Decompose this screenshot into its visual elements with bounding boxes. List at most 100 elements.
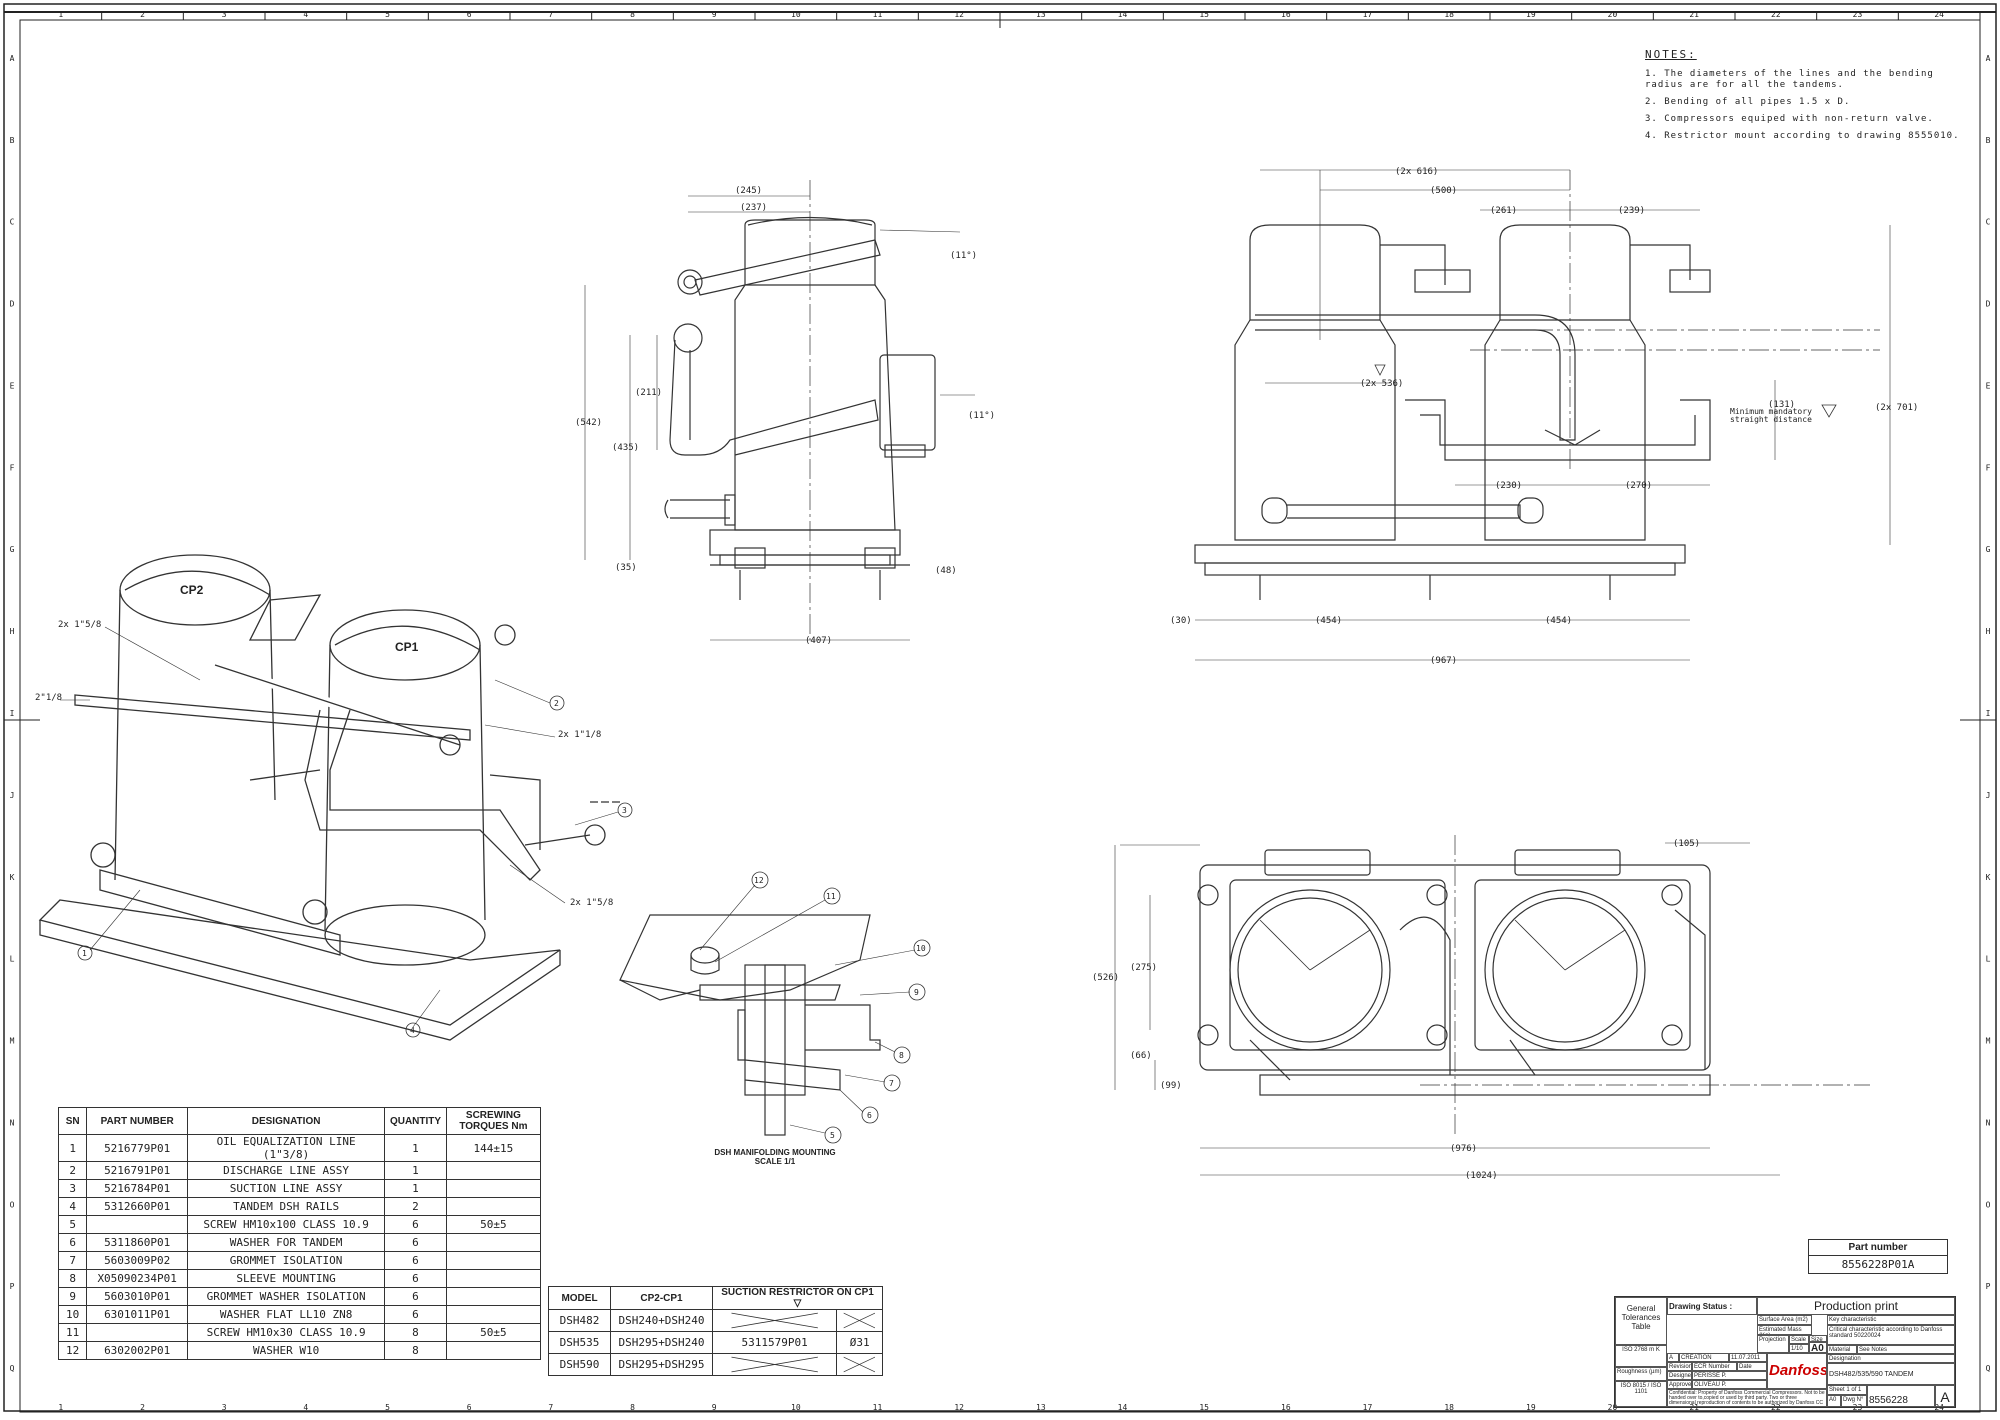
scale-value: 1/10: [1789, 1344, 1809, 1353]
dim-261: (261): [1490, 206, 1517, 216]
dim-11deg-mid: (11°): [968, 411, 995, 421]
callout-9: 9: [914, 988, 919, 997]
grid-col-label: 1: [58, 10, 63, 19]
dim-270: (270): [1625, 481, 1652, 491]
grid-col-label: 1: [58, 1403, 63, 1412]
grid-row-label: E: [1986, 381, 1991, 390]
grid-row-label: A: [10, 54, 15, 63]
callout-12: 12: [754, 876, 764, 885]
dim-48: (48): [935, 566, 957, 576]
dim-976: (976): [1450, 1144, 1477, 1154]
table-cell: [86, 1323, 189, 1342]
dim-237: (237): [740, 203, 767, 213]
table-cell: 6: [384, 1269, 447, 1288]
dim-526: (526): [1092, 973, 1119, 983]
table-cell: [445, 1305, 542, 1324]
callout-11: 11: [826, 892, 836, 901]
critical-characteristic: Critical characteristic according to Dan…: [1827, 1325, 1955, 1345]
dim-275: (275): [1130, 963, 1157, 973]
dim-35: (35): [615, 563, 637, 573]
table-cell: DISCHARGE LINE ASSY: [187, 1161, 386, 1180]
callout-7: 7: [889, 1079, 894, 1088]
table-cell: 6301011P01: [86, 1305, 189, 1324]
table-cell: 5603009P02: [86, 1251, 189, 1270]
model-cell-cp: DSH295+DSH295: [610, 1353, 713, 1376]
grid-row-label: J: [1986, 791, 1991, 800]
grid-row-label: Q: [1986, 1364, 1991, 1373]
table-cell: 10: [57, 1305, 88, 1324]
material-label: Material: [1827, 1345, 1857, 1354]
table-cell: [445, 1269, 542, 1288]
grid-row-label: I: [10, 709, 15, 718]
parts-header-row: SN PART NUMBER DESIGNATION QUANTITY SCRE…: [57, 1107, 542, 1135]
grid-row-label: K: [1986, 873, 1991, 882]
table-cell: 5603010P01: [86, 1287, 189, 1306]
grid-row-label: E: [10, 381, 15, 390]
model-table: MODEL CP2-CP1 SUCTION RESTRICTOR ON CP1 …: [548, 1286, 883, 1376]
table-cell: OIL EQUALIZATION LINE (1"3/8): [187, 1134, 386, 1162]
grid-row-label: O: [1986, 1200, 1991, 1209]
table-cell: 6: [384, 1305, 447, 1324]
grid-col-label: 13: [1036, 10, 1046, 19]
table-cell: 2: [57, 1161, 88, 1180]
mounting-caption-line2: SCALE 1/1: [754, 1157, 796, 1166]
table-cell: 50±5: [445, 1323, 542, 1342]
table-cell: 6: [384, 1287, 447, 1306]
dim-245: (245): [735, 186, 762, 196]
cp1-label: CP1: [395, 640, 419, 654]
grid-row-label: C: [10, 218, 15, 227]
col-sn: SN: [57, 1107, 88, 1135]
table-cell: [445, 1179, 542, 1198]
grid-col-label: 3: [222, 10, 227, 19]
col-cp2-cp1: CP2-CP1: [610, 1286, 713, 1310]
grid-col-label: 20: [1608, 10, 1618, 19]
model-cell-model: DSH482: [548, 1309, 611, 1332]
table-cell: 1: [57, 1134, 88, 1162]
dim-11deg-top: (11°): [950, 251, 977, 261]
table-cell: [445, 1251, 542, 1270]
grid-row-label: B: [1986, 136, 1991, 145]
grid-col-label: 21: [1689, 10, 1699, 19]
table-cell: 5312660P01: [86, 1197, 189, 1216]
grid-col-label: 12: [954, 1403, 964, 1412]
table-cell: [445, 1233, 542, 1252]
grid-col-label: 5: [385, 1403, 390, 1412]
dim-239: (239): [1618, 206, 1645, 216]
cp2-label: CP2: [180, 583, 204, 597]
grid-col-label: 23: [1853, 10, 1863, 19]
col-torque: SCREWING TORQUES Nm: [445, 1107, 542, 1135]
grid-col-label: 24: [1934, 10, 1944, 19]
table-cell: 2: [384, 1197, 447, 1216]
grid-row-label: C: [1986, 218, 1991, 227]
grid-row-label: K: [10, 873, 15, 882]
grid-col-label: 4: [303, 10, 308, 19]
table-cell: 6: [57, 1233, 88, 1252]
note-3: 3. Compressors equiped with non-return v…: [1645, 114, 1934, 124]
drawing-status: Production print: [1757, 1297, 1955, 1315]
grid-row-label: D: [1986, 300, 1991, 309]
col-suction-restrictor: SUCTION RESTRICTOR ON CP1 ▽: [712, 1286, 883, 1310]
designation-value: DSH482/535/590 TANDEM: [1827, 1363, 1955, 1385]
table-cell: 8: [384, 1341, 447, 1360]
table-cell: SLEEVE MOUNTING: [187, 1269, 386, 1288]
roughness-label: Roughness (µm): [1615, 1367, 1667, 1381]
grid-col-label: 18: [1444, 10, 1454, 19]
grid-col-label: 6: [467, 10, 472, 19]
side-view: (245) (237) (11°) (542) (211) (435) (11°…: [575, 180, 995, 646]
projection-label: Projection: [1757, 1335, 1789, 1353]
notes-title: NOTES:: [1645, 48, 1697, 61]
grid-col-label: 19: [1526, 10, 1536, 19]
part-number-label: Part number: [1809, 1240, 1947, 1256]
table-cell: TANDEM DSH RAILS: [187, 1197, 386, 1216]
grid-col-label: 12: [954, 10, 964, 19]
dim-435: (435): [612, 443, 639, 453]
confidential-notice: Confidential: Property of Danfoss Commer…: [1667, 1389, 1827, 1407]
dim-2x616: (2x 616): [1395, 167, 1438, 177]
dim-967: (967): [1430, 656, 1457, 666]
dim-99: (99): [1160, 1081, 1182, 1091]
